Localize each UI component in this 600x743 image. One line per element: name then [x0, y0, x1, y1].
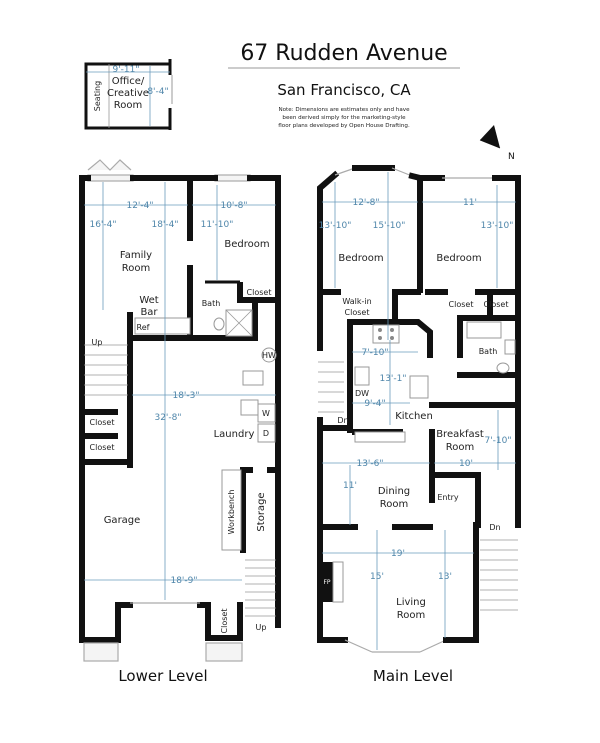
main-level-label: Main Level: [373, 667, 453, 685]
bedroom-1-label: Bedroom: [338, 253, 383, 264]
compass-icon: N: [479, 125, 515, 162]
dim-bed1-len-left: 13'-10": [319, 221, 352, 231]
dim-breakfast-width: 10': [459, 459, 473, 469]
dim-bed2-width: 11': [463, 198, 477, 208]
office-dim-width: 9'-11": [112, 65, 139, 75]
dim-dining-width: 13'-6": [356, 459, 383, 469]
family-room-label-1: Family: [120, 250, 152, 261]
bath-lower-label: Bath: [202, 299, 221, 308]
hw-label: HW: [262, 351, 276, 360]
laundry-label: Laundry: [214, 429, 255, 440]
dim-bedroom-width: 10'-8": [220, 201, 247, 211]
note-line-1: Note: Dimensions are estimates only and …: [278, 107, 410, 113]
office-dim-length: 8'-4": [147, 87, 168, 97]
dim-breakfast-len: 7'-10": [484, 436, 511, 446]
dim-garage-width-bottom: 18'-9": [170, 576, 197, 586]
dining-label-1: Dining: [378, 486, 410, 497]
breakfast-label-1: Breakfast: [436, 429, 484, 440]
kitchen-label: Kitchen: [395, 411, 433, 422]
lower-level-label: Lower Level: [118, 667, 207, 685]
dim-bed2-len: 13'-10": [481, 221, 514, 231]
compass-label: N: [508, 152, 515, 162]
dim-dining-len: 11': [343, 481, 357, 491]
dim-living-len-right: 13': [438, 572, 452, 582]
seating-label: Seating: [93, 81, 102, 111]
dim-kitchen-w2: 9'-4": [364, 399, 385, 409]
up-bottom-label: Up: [256, 623, 267, 632]
office-label-2: Creative: [107, 88, 149, 99]
fireplace-label: FP: [323, 579, 330, 586]
dw-label: DW: [355, 389, 369, 398]
dryer-label: D: [263, 429, 269, 438]
office-label-3: Room: [114, 100, 142, 111]
dim-family-width: 12'-4": [126, 201, 153, 211]
main-level-plan: 12'-8" 11' 13'-10" 15'-10" 13'-10" 7'-10…: [317, 165, 521, 685]
closet-1-label: Closet: [90, 418, 115, 427]
dn-inner-label: Dn: [337, 416, 348, 425]
dim-family-len-left: 16'-4": [89, 220, 116, 230]
washer-label: W: [262, 409, 270, 418]
living-label-1: Living: [396, 597, 426, 608]
note-line-3: floor plans developed by Open House Draf…: [278, 123, 410, 129]
closet-garage-label: Closet: [220, 609, 229, 634]
property-title: 67 Rudden Avenue: [240, 41, 447, 66]
dim-kitchen-w1: 7'-10": [361, 348, 388, 358]
dim-family-len-mid: 18'-4": [151, 220, 178, 230]
dim-bed1-len-mid: 15'-10": [373, 221, 406, 231]
bedroom-2-label: Bedroom: [436, 253, 481, 264]
dim-living-len-left: 15': [370, 572, 384, 582]
closet-bedroom-label: Closet: [247, 288, 272, 297]
bath-main-label: Bath: [479, 347, 498, 356]
wet-bar-label-2: Bar: [140, 307, 158, 318]
storage-label: Storage: [256, 492, 267, 531]
family-room-label-2: Room: [122, 263, 150, 274]
dim-garage-len: 32'-8": [154, 413, 181, 423]
garage-label: Garage: [104, 515, 141, 526]
closet-a-label: Closet: [449, 300, 474, 309]
wet-bar-label-1: Wet: [139, 295, 158, 306]
dim-bed1-width: 12'-8": [352, 198, 379, 208]
dim-living-width: 19': [391, 549, 405, 559]
ref-label: Ref: [137, 323, 150, 332]
up-top-label: Up: [92, 338, 103, 347]
walkin-closet-label-1: Walk-in: [342, 297, 371, 306]
bedroom-lower-label: Bedroom: [224, 239, 269, 250]
living-label-2: Room: [397, 610, 425, 621]
note-line-2: been derived simply for the marketing-st…: [282, 115, 406, 121]
walkin-closet-label-2: Closet: [345, 308, 370, 317]
closet-2-label: Closet: [90, 443, 115, 452]
closet-b-label: Closet: [484, 300, 509, 309]
dim-bedroom-len: 11'-10": [201, 220, 234, 230]
entry-label: Entry: [437, 493, 459, 502]
dim-kitchen-len: 13'-1": [379, 374, 406, 384]
office-plan: 9'-11" 8'-4" Office/ Creative Room Seati…: [84, 59, 173, 130]
lower-level-plan: 12'-4" 10'-8" 16'-4" 18'-4" 11'-10" 18'-…: [79, 159, 281, 685]
office-label-1: Office/: [112, 76, 145, 87]
dining-label-2: Room: [380, 499, 408, 510]
workbench-label: Workbench: [227, 490, 236, 535]
property-location: San Francisco, CA: [277, 81, 411, 99]
dn-outer-label: Dn: [489, 523, 500, 532]
dim-garage-width-top: 18'-3": [172, 391, 199, 401]
breakfast-label-2: Room: [446, 442, 474, 453]
